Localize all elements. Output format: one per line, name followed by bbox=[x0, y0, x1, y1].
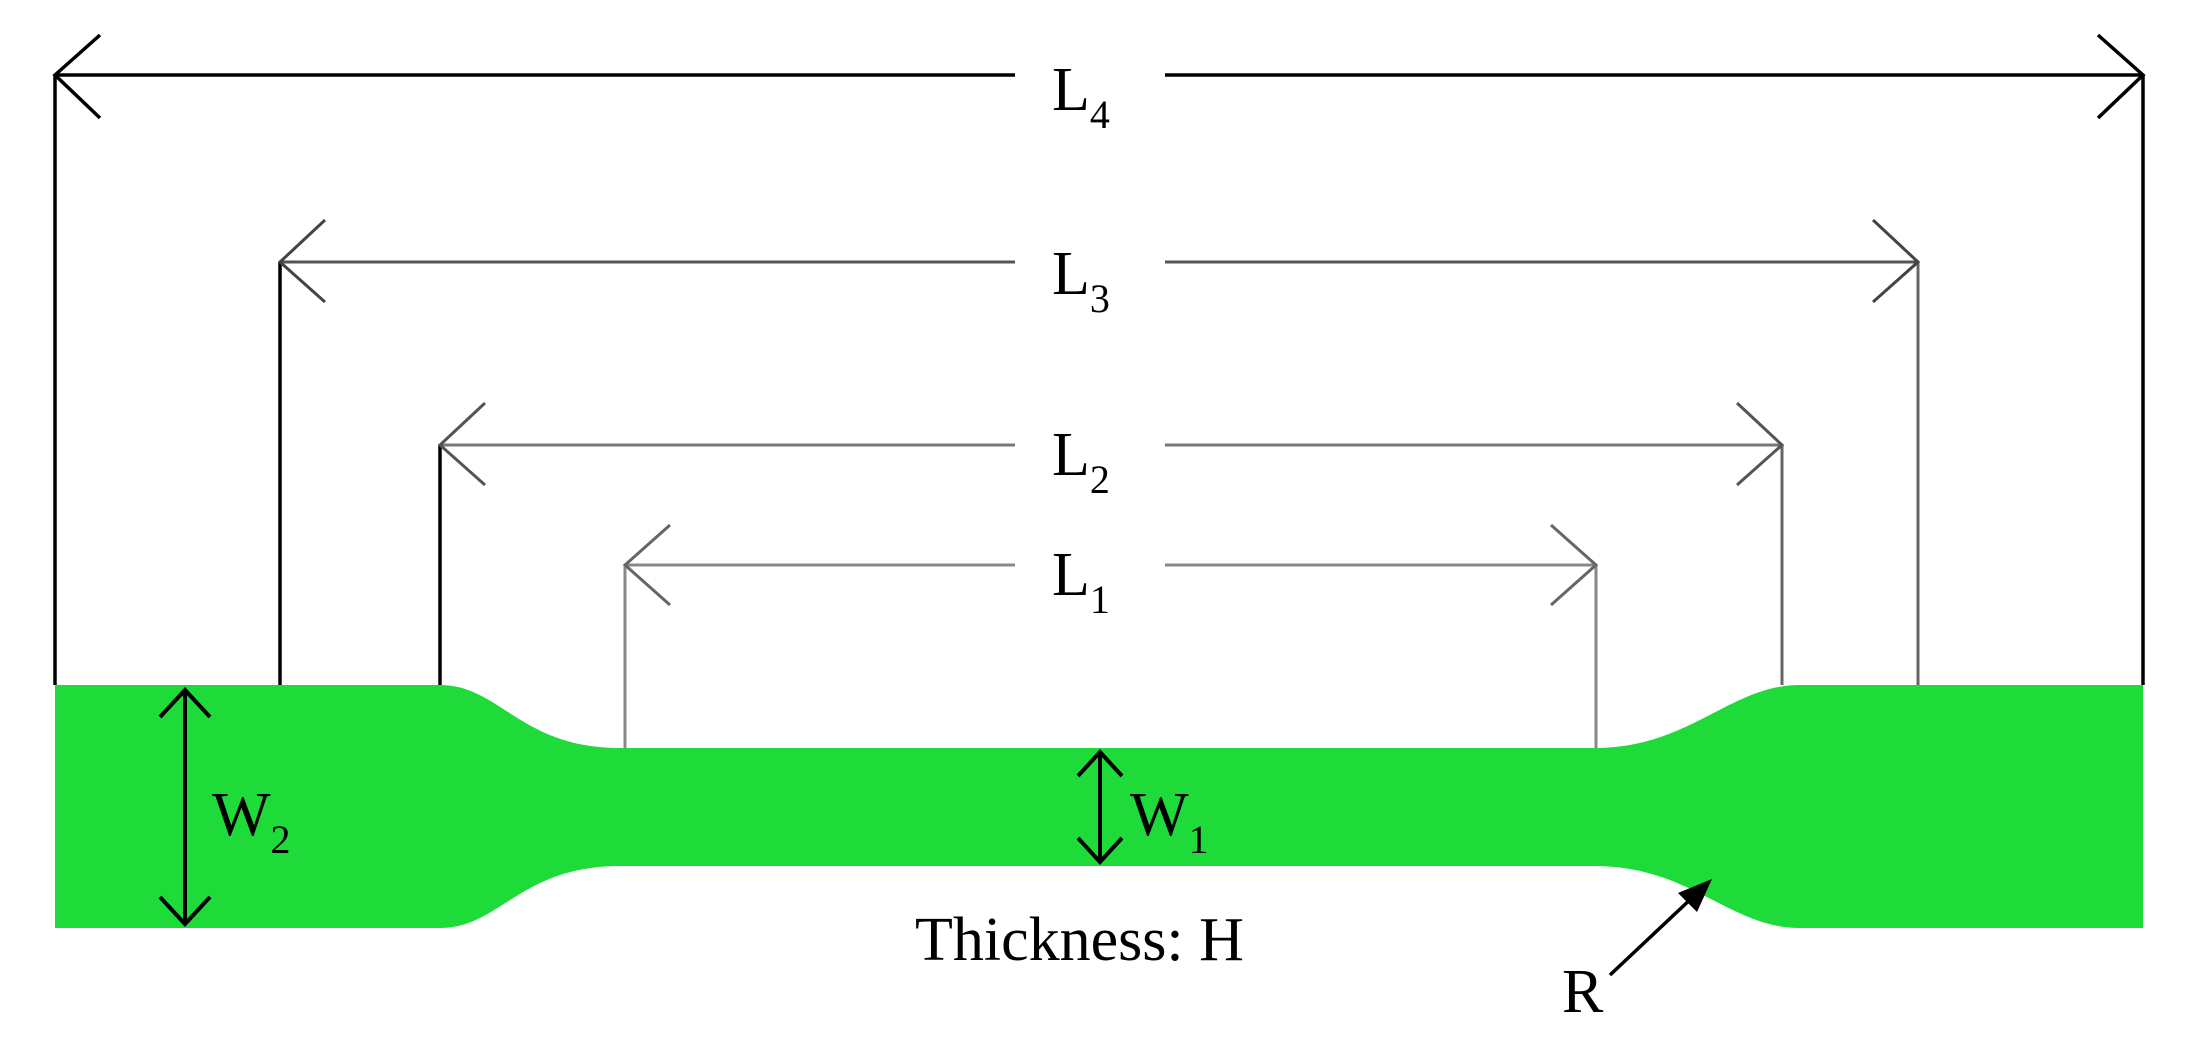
dimension-w1 bbox=[1076, 749, 1124, 865]
l4-right-arrowhead bbox=[2096, 33, 2146, 120]
dimension-l3 bbox=[277, 218, 1921, 685]
w2-bottom-arrowhead bbox=[158, 895, 212, 927]
l3-right-arrowhead bbox=[1871, 218, 1921, 304]
l1-right-arrowhead bbox=[1550, 523, 1599, 607]
w2-label: W2 bbox=[212, 781, 291, 862]
thickness-label: Thickness: H bbox=[915, 906, 1244, 974]
w2-top-arrowhead bbox=[158, 687, 212, 719]
l1-label: L1 bbox=[1052, 541, 1110, 622]
dimension-l1 bbox=[622, 523, 1599, 748]
dimension-l2 bbox=[437, 401, 1785, 685]
radius-arrow bbox=[1608, 879, 1712, 977]
radius-label: R bbox=[1562, 958, 1604, 1026]
w1-top-arrowhead bbox=[1076, 749, 1124, 778]
l4-label: L4 bbox=[1052, 56, 1110, 137]
dimension-l4 bbox=[52, 33, 2146, 685]
dimension-w2 bbox=[158, 687, 212, 927]
l3-left-arrowhead bbox=[277, 218, 327, 304]
l1-left-arrowhead bbox=[622, 523, 671, 607]
l2-label: L2 bbox=[1052, 421, 1110, 502]
l3-label: L3 bbox=[1052, 240, 1110, 321]
l2-left-arrowhead bbox=[437, 401, 487, 487]
w1-bottom-arrowhead bbox=[1076, 836, 1124, 865]
l2-right-arrowhead bbox=[1735, 401, 1785, 487]
w1-label: W1 bbox=[1130, 781, 1209, 862]
l4-left-arrowhead bbox=[52, 33, 102, 120]
radius-arrowhead bbox=[1678, 879, 1712, 912]
